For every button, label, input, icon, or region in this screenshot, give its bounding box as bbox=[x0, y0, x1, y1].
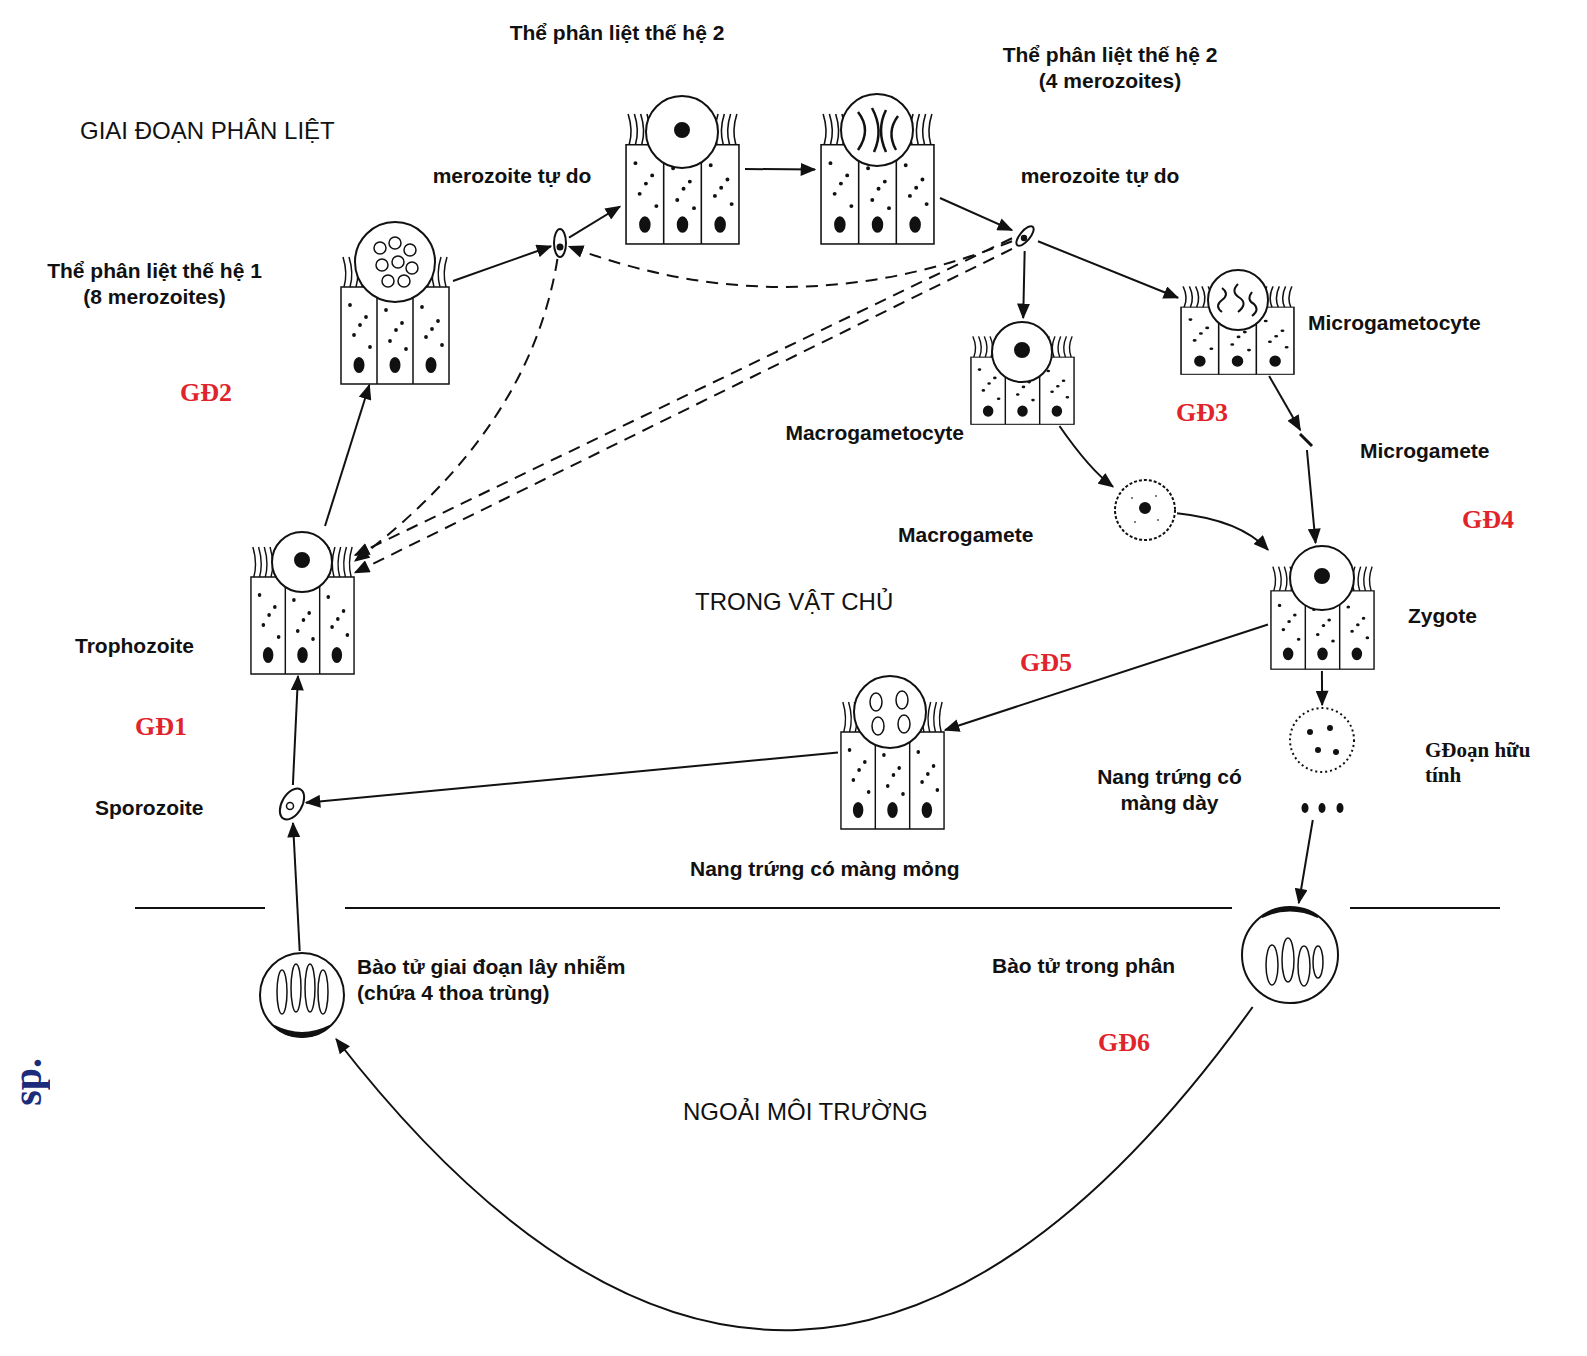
life-stage: Thể phân liệt thế hệ 1 (8 merozoites) bbox=[338, 218, 453, 385]
life-stage: Nang trứng có màng dày bbox=[1285, 705, 1360, 820]
cycle-arrow bbox=[1023, 251, 1024, 318]
stage-number: GĐ6 bbox=[1098, 1028, 1150, 1058]
cycle-arrow bbox=[1307, 450, 1316, 543]
stage-label: Sporozoite bbox=[95, 795, 255, 821]
life-stage: Macrogametocyte bbox=[968, 318, 1076, 426]
life-stage: Sporozoite bbox=[278, 785, 306, 823]
stage-number: GĐ3 bbox=[1176, 398, 1228, 428]
genus-mark: sp. bbox=[4, 1058, 51, 1106]
life-stage: Macrogamete bbox=[1113, 478, 1177, 542]
stage-label: Microgamete bbox=[1360, 438, 1540, 464]
cycle-arrow bbox=[1059, 426, 1113, 487]
region-label: GĐoạn hữu tính bbox=[1425, 738, 1560, 788]
stage-label: Macrogametocyte bbox=[712, 420, 964, 446]
stage-label: Nang trứng có màng dày bbox=[1082, 764, 1257, 817]
stage-label: Thể phân liệt thế hệ 2 (4 merozoites) bbox=[995, 42, 1225, 95]
stage-label: merozoite tự do bbox=[412, 163, 612, 189]
dashed-arrow bbox=[569, 241, 1012, 287]
cycle-arrow bbox=[1177, 513, 1268, 550]
stage-number: GĐ2 bbox=[180, 378, 232, 408]
cycle-arrow bbox=[1299, 820, 1313, 903]
stage-label: Thể phân liệt thế hệ 2 bbox=[447, 20, 787, 46]
life-stage: Trophozoite bbox=[248, 526, 355, 676]
cycle-arrow bbox=[453, 246, 551, 281]
region-label: NGOẢI MÔI TRƯỜNG bbox=[683, 1098, 928, 1126]
cycle-arrow bbox=[293, 823, 300, 951]
cycle-arrow bbox=[569, 207, 620, 238]
life-stage: Thể phân liệt thế hệ 2 bbox=[620, 92, 745, 245]
cycle-arrow bbox=[745, 168, 815, 171]
cycle-arrow bbox=[306, 753, 838, 803]
region-label: GIAI ĐOẠN PHÂN LIỆT bbox=[80, 117, 335, 145]
stage-number: GĐ5 bbox=[1020, 648, 1072, 678]
life-stage: Thể phân liệt thế hệ 2 (4 merozoites) bbox=[815, 95, 940, 245]
stage-label: Microgametocyte bbox=[1308, 310, 1508, 336]
cycle-arrow bbox=[325, 385, 369, 526]
stage-label: Zygote bbox=[1408, 603, 1528, 629]
life-stage: Microgamete bbox=[1296, 430, 1316, 450]
life-stage: merozoite tự do bbox=[1012, 221, 1038, 251]
cycle-arrow bbox=[336, 1007, 1253, 1330]
life-stage: Bào tử trong phân bbox=[1238, 903, 1342, 1007]
stage-label: Bào tử giai đoạn lây nhiễm (chứa 4 thoa … bbox=[357, 954, 657, 1007]
stage-number: GĐ1 bbox=[135, 712, 187, 742]
region-label: TRONG VẬT CHỦ bbox=[695, 588, 893, 616]
stage-label: Macrogamete bbox=[898, 522, 1098, 548]
life-stage: Bào tử giai đoạn lây nhiễm (chứa 4 thoa … bbox=[258, 951, 346, 1039]
cycle-arrow bbox=[945, 624, 1268, 730]
life-stage: Nang trứng có màng mỏng bbox=[838, 665, 945, 830]
stage-label: merozoite tự do bbox=[995, 163, 1205, 189]
cycle-arrow bbox=[1321, 671, 1323, 705]
cycle-arrow bbox=[1038, 241, 1178, 298]
life-stage: Zygote bbox=[1268, 543, 1375, 671]
dashed-arrow bbox=[355, 238, 1012, 555]
stage-label: Thể phân liệt thế hệ 1 (8 merozoites) bbox=[42, 258, 267, 311]
stage-label: Bào tử trong phân bbox=[992, 953, 1232, 979]
life-stage: Microgametocyte bbox=[1178, 268, 1298, 376]
cycle-arrow bbox=[293, 676, 298, 785]
life-stage: merozoite tự do bbox=[551, 227, 569, 259]
stage-label: Nang trứng có màng mỏng bbox=[690, 856, 1050, 882]
stage-number: GĐ4 bbox=[1462, 505, 1514, 535]
cycle-arrow bbox=[940, 198, 1012, 230]
cycle-arrow bbox=[1269, 376, 1300, 430]
dashed-arrow bbox=[355, 259, 557, 561]
stage-label: Trophozoite bbox=[75, 633, 240, 659]
